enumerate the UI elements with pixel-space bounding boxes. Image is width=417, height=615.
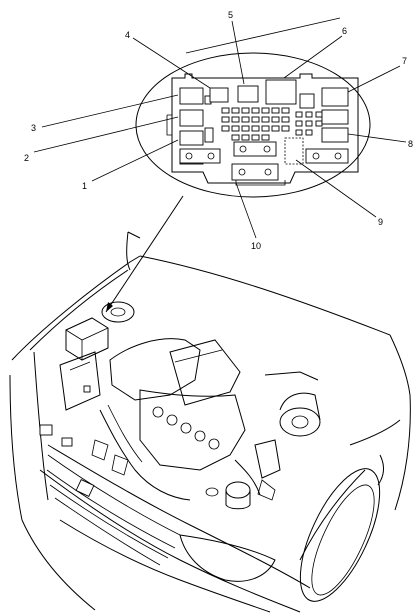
callout-labels: 1 2 3 4 5 6 7 8 9 10 [24,10,413,251]
relay-top-3 [265,79,297,105]
relay-top-right [321,87,349,107]
callout-8: 8 [408,139,413,149]
location-pointer-arrow [106,302,113,312]
fuse-box-zoom-inset [135,52,371,198]
relay-right-1 [321,109,349,125]
callout-9: 9 [378,217,383,227]
callout-3: 3 [31,123,36,133]
relay-left-1 [179,87,204,105]
callout-10: 10 [251,241,261,251]
car-engine-bay-illustration [9,231,411,613]
relay-top-2 [237,85,259,103]
maxi-fuse-right [305,148,349,164]
callout-leader-lines [33,17,407,239]
callout-1: 1 [82,181,87,191]
relay-top-1 [209,87,229,103]
location-pointer-line [105,195,184,313]
mini-fuse-grid [221,107,323,141]
callout-2: 2 [24,153,29,163]
main-fuse [231,163,279,181]
callout-7: 7 [402,56,407,66]
relay-right-2 [321,127,349,143]
relay-left-3 [179,130,204,146]
maxi-fuse-mid [233,141,277,157]
callout-4: 4 [125,30,130,40]
relay-left-2 [179,109,204,127]
callout-5: 5 [228,10,233,20]
fuse-box-housing [171,73,359,184]
spare-fuse-slot [284,137,304,165]
callout-6: 6 [342,26,347,36]
maxi-fuse-left [179,148,221,164]
